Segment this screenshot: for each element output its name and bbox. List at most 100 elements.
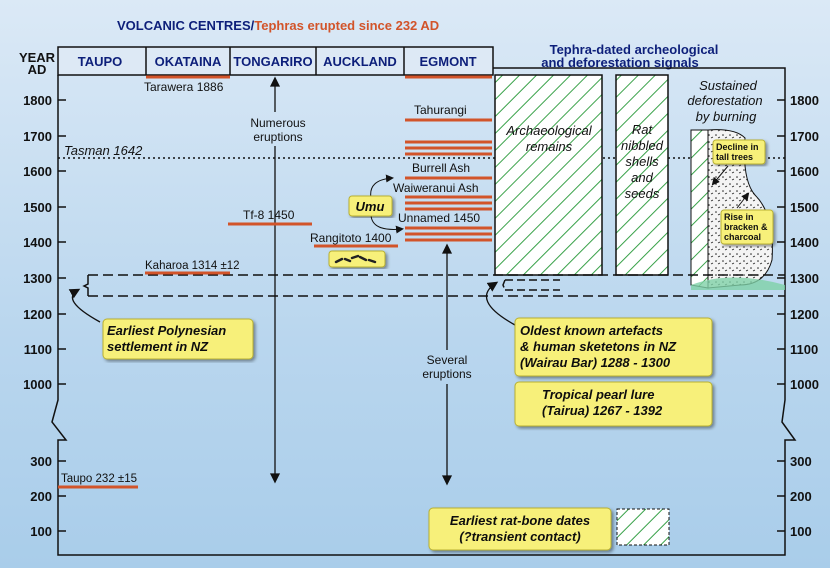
oldest-artefacts-callout: Oldest known artefacts & human sketetons…: [514, 317, 713, 377]
svg-text:(Wairau Bar) 1288 - 1300: (Wairau Bar) 1288 - 1300: [520, 355, 671, 370]
signals-heading-1: Tephra-dated archeological: [550, 42, 719, 57]
signals-heading-2: and deforestation signals: [541, 55, 698, 70]
tongariro-arrow: [269, 76, 281, 484]
y-axis-ticks: [58, 99, 785, 532]
svg-text:Oldest known artefacts: Oldest known artefacts: [520, 323, 663, 338]
svg-text:Earliest rat-bone dates: Earliest rat-bone dates: [450, 513, 590, 528]
svg-text:Rat: Rat: [632, 122, 654, 137]
svg-text:1000: 1000: [790, 377, 819, 392]
rat-nibbled-panel: [615, 74, 669, 276]
artefacts-arrow: [485, 281, 516, 326]
svg-text:Sustained: Sustained: [699, 78, 758, 93]
svg-text:Decline in: Decline in: [716, 142, 759, 152]
svg-text:1100: 1100: [24, 342, 52, 357]
svg-text:bracken &: bracken &: [724, 222, 768, 232]
burrell-label: Burrell Ash: [412, 161, 470, 175]
svg-text:1100: 1100: [790, 342, 818, 357]
earliest-settlement-callout: Earliest Polynesian settlement in NZ: [102, 318, 254, 360]
svg-text:1600: 1600: [23, 164, 52, 179]
svg-text:Tropical pearl lure: Tropical pearl lure: [542, 387, 654, 402]
svg-text:300: 300: [790, 454, 812, 469]
taupo-label: Taupo 232 ±15: [61, 473, 137, 485]
svg-text:deforestation: deforestation: [687, 93, 762, 108]
svg-text:by burning: by burning: [696, 109, 757, 124]
svg-text:100: 100: [30, 524, 52, 539]
tasman-label: Tasman 1642: [64, 143, 143, 158]
svg-text:300: 300: [30, 454, 52, 469]
y-axis-tick-labels-left: 1800 1700 1600 1500 1400 1300 1200 1100 1000 300…: [23, 93, 52, 539]
svg-text:200: 200: [790, 489, 812, 504]
year-label: YEAR: [19, 50, 56, 65]
svg-text:1700: 1700: [23, 129, 52, 144]
svg-text:1800: 1800: [790, 93, 819, 108]
waiweranui-label: Waiweranui Ash: [393, 181, 479, 195]
svg-text:200: 200: [30, 489, 52, 504]
umu-arrow-up: [370, 174, 394, 199]
rat-bone-hatch: [616, 508, 670, 546]
footprints-icon: [328, 250, 386, 268]
svg-text:1200: 1200: [790, 307, 819, 322]
decline-arrow: [711, 165, 729, 186]
umu-arrow-down: [370, 214, 404, 234]
rat-bone-callout: Earliest rat-bone dates (?transient cont…: [428, 507, 612, 551]
svg-text:1400: 1400: [23, 235, 52, 250]
svg-text:1200: 1200: [23, 307, 52, 322]
svg-text:1300: 1300: [790, 271, 819, 286]
svg-text:(Tairua) 1267 - 1392: (Tairua) 1267 - 1392: [542, 403, 663, 418]
column-taupo: TAUPO: [78, 54, 123, 69]
svg-text:Umu: Umu: [356, 199, 385, 214]
numerous-label: Numerous: [250, 116, 305, 130]
svg-text:1300: 1300: [23, 271, 52, 286]
plot-frame: [51, 67, 797, 556]
diagram-title: VOLCANIC CENTRES/Tephras erupted since 2…: [117, 18, 439, 33]
svg-text:Earliest Polynesian: Earliest Polynesian: [107, 323, 226, 338]
volcanic-centre-header: TAUPO OKATAINA TONGARIRO AUCKLAND EGMONT: [57, 46, 494, 76]
svg-text:1500: 1500: [23, 200, 52, 215]
svg-text:(?transient contact): (?transient contact): [459, 529, 580, 544]
egmont-arrow: [441, 243, 453, 486]
column-okataina: OKATAINA: [155, 54, 222, 69]
svg-text:settlement in NZ: settlement in NZ: [107, 339, 209, 354]
kaharoa-label: Kaharoa 1314 ±12: [145, 260, 240, 272]
rise-arrow: [736, 192, 750, 209]
svg-text:100: 100: [790, 524, 812, 539]
eruptions-label: eruptions: [253, 130, 302, 144]
several-label: Several: [427, 353, 468, 367]
archaeological-remains-panel: [494, 74, 603, 276]
svg-text:1500: 1500: [790, 200, 819, 215]
rangitoto-label: Rangitoto 1400: [310, 231, 392, 245]
svg-text:tall trees: tall trees: [716, 152, 753, 162]
column-tongariro: TONGARIRO: [233, 54, 312, 69]
svg-text:& human sketetons in NZ: & human sketetons in NZ: [520, 339, 677, 354]
archaeological-label: Archaeological: [505, 123, 592, 138]
pearl-lure-callout: Tropical pearl lure (Tairua) 1267 - 1392: [514, 381, 713, 427]
several-eruptions-label: eruptions: [422, 367, 471, 381]
settlement-band: [82, 274, 785, 297]
column-egmont: EGMONT: [419, 54, 476, 69]
remains-label: remains: [526, 139, 573, 154]
svg-text:1000: 1000: [23, 377, 52, 392]
svg-text:1800: 1800: [23, 93, 52, 108]
svg-text:1600: 1600: [790, 164, 819, 179]
svg-text:nibbled: nibbled: [621, 138, 664, 153]
tf8-label: Tf-8 1450: [243, 208, 295, 222]
svg-text:and: and: [631, 170, 653, 185]
column-auckland: AUCKLAND: [323, 54, 397, 69]
svg-text:seeds: seeds: [625, 186, 660, 201]
tephra-marks: [58, 75, 492, 489]
tahurangi-label: Tahurangi: [414, 103, 467, 117]
unnamed-label: Unnamed 1450: [398, 211, 480, 225]
svg-text:shells: shells: [625, 154, 659, 169]
ad-label: AD: [28, 62, 47, 77]
deforestation-graph: [690, 129, 785, 290]
tarawera-label: Tarawera 1886: [144, 80, 224, 94]
svg-text:1700: 1700: [790, 129, 819, 144]
settlement-arrow: [68, 288, 101, 323]
umu-callout: Umu: [348, 195, 393, 217]
